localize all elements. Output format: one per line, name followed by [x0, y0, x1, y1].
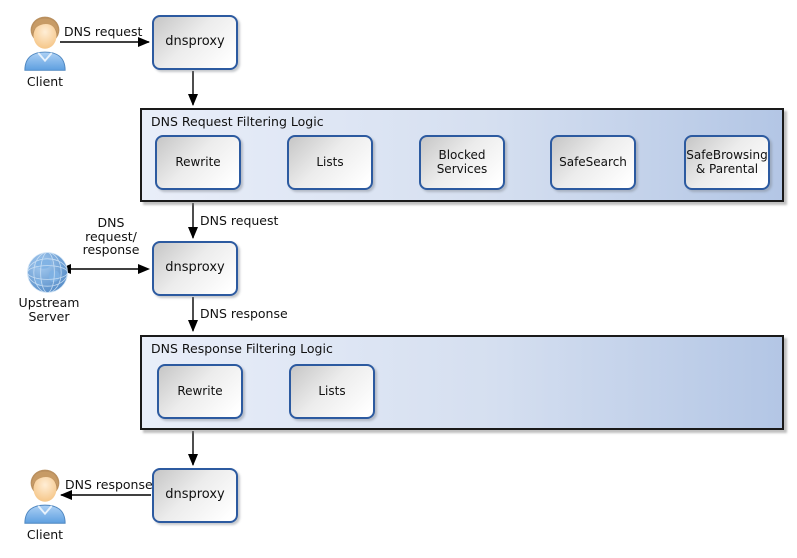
edge-label-dns-response-bottom: DNS response [65, 477, 153, 492]
upstream-server-label: Upstream Server [18, 295, 80, 324]
step-lists: Lists [287, 135, 373, 190]
response-filtering-container: DNS Response Filtering Logic Rewrite Lis… [140, 335, 784, 430]
response-container-title: DNS Response Filtering Logic [151, 341, 333, 356]
client-bottom-label: Client [26, 527, 64, 542]
client-top-label: Client [26, 74, 64, 89]
step-safesearch: SafeSearch [550, 135, 636, 190]
step-rewrite: Rewrite [155, 135, 241, 190]
dnsproxy-node-bottom: dnsproxy [152, 468, 238, 523]
step-lists-response: Lists [289, 364, 375, 419]
edge-label-dns-request-mid: DNS request [200, 213, 279, 228]
request-container-title: DNS Request Filtering Logic [151, 114, 324, 129]
person-icon [22, 14, 68, 75]
bidirectional-arrowheads [59, 264, 150, 274]
edge-label-dns-request-top: DNS request [64, 24, 143, 39]
dnsproxy-node-top: dnsproxy [152, 15, 238, 70]
edge-label-upstream-link: DNS request/ response [82, 215, 140, 257]
request-filtering-container: DNS Request Filtering Logic Rewrite List… [140, 108, 784, 202]
person-icon [22, 467, 68, 528]
step-rewrite-response: Rewrite [157, 364, 243, 419]
globe-icon [26, 251, 69, 298]
step-safebrowsing-parental: SafeBrowsing & Parental [684, 135, 770, 190]
edge-label-dns-response-mid: DNS response [200, 306, 288, 321]
step-blocked-services: Blocked Services [419, 135, 505, 190]
dnsproxy-node-mid: dnsproxy [152, 241, 238, 296]
